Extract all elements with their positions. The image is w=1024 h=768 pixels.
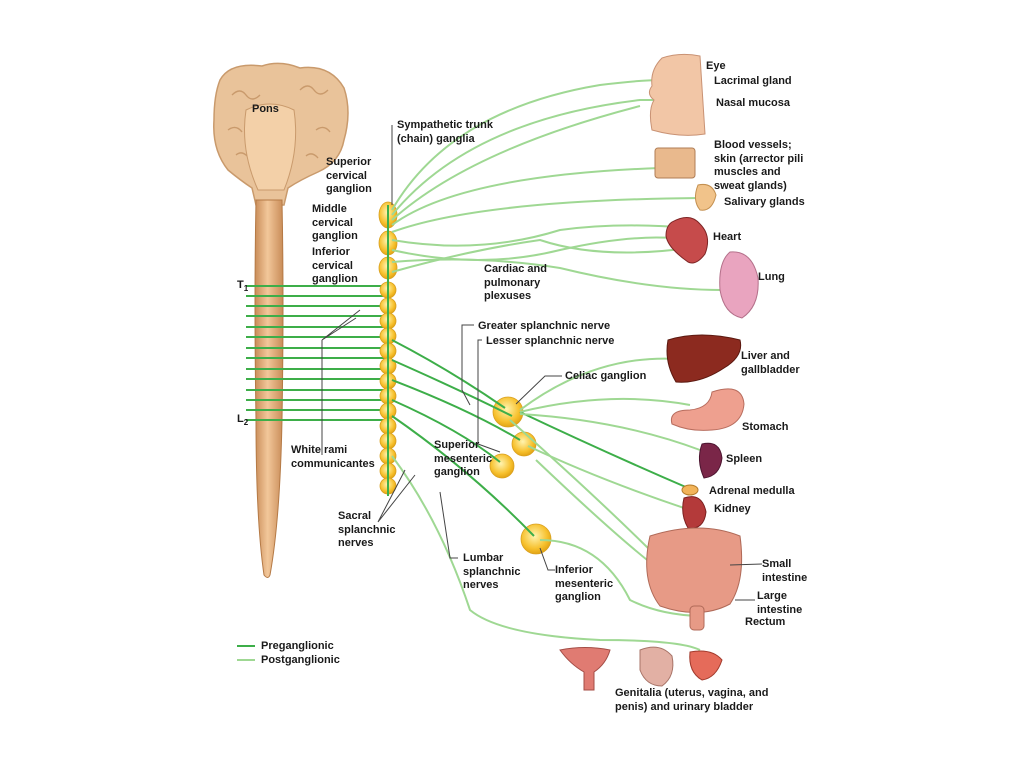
label-rectum: Rectum xyxy=(745,616,786,628)
label-heart: Heart xyxy=(713,231,742,243)
label-nasal-mucosa: Nasal mucosa xyxy=(716,97,790,109)
label-liver: Liver and gallbladder xyxy=(741,350,800,376)
label-superior-cervical-ganglion: Superior cervical ganglion xyxy=(326,156,372,195)
label-eye: Eye xyxy=(706,60,726,72)
label-middle-cervical-ganglion: Middle cervical ganglion xyxy=(312,203,358,242)
label-sacral-splanchnic: Sacral splanchnic nerves xyxy=(338,510,396,549)
label-t1: T1 xyxy=(237,279,249,294)
stomach-shape xyxy=(670,388,745,431)
face-illustration xyxy=(648,53,706,136)
label-greater-splanchnic: Greater splanchnic nerve xyxy=(478,320,611,332)
label-small-intestine: Small intestine xyxy=(762,558,808,584)
label-adrenal-medulla: Adrenal medulla xyxy=(709,485,795,497)
uterus-shape xyxy=(559,647,611,691)
legend-preganglionic: Preganglionic xyxy=(237,640,334,652)
legend-postganglionic-text: Postganglionic xyxy=(261,654,340,666)
lung-shape xyxy=(719,251,759,319)
intestines-shape xyxy=(646,527,743,614)
liver-shape xyxy=(666,334,742,383)
spleen-shape xyxy=(698,442,723,479)
label-celiac-ganglion: Celiac ganglion xyxy=(565,370,647,382)
salivary-glands-shape xyxy=(694,184,717,211)
penis-shape xyxy=(639,646,674,687)
skin-block xyxy=(654,147,696,179)
label-inferior-cervical-ganglion: Inferior cervical ganglion xyxy=(312,246,358,285)
legend-preganglionic-text: Preganglionic xyxy=(261,640,334,652)
label-lung: Lung xyxy=(758,271,785,283)
label-l2: L2 xyxy=(237,413,249,428)
prevertebral-ganglia xyxy=(489,396,552,555)
label-kidney: Kidney xyxy=(714,503,751,515)
label-genitalia: Genitalia (uterus, vagina, and penis) an… xyxy=(615,687,769,713)
label-cardiac-plexuses: Cardiac and pulmonary plexuses xyxy=(484,263,547,302)
label-lacrimal-gland: Lacrimal gland xyxy=(714,75,792,87)
preganglionic-spinal-outflow xyxy=(246,285,392,421)
label-pons: Pons xyxy=(252,103,279,115)
brain-illustration xyxy=(213,62,349,206)
label-spleen: Spleen xyxy=(726,453,763,465)
label-blood-vessels: Blood vessels; skin (arrector pili muscl… xyxy=(714,139,804,192)
label-white-rami: White rami communicantes xyxy=(291,444,375,470)
organ-illustrations xyxy=(559,53,759,691)
label-superior-mesenteric: Superior mesenteric ganglion xyxy=(434,439,493,478)
superior-mesenteric-ganglion-shape xyxy=(511,431,537,457)
rectum-shape xyxy=(689,605,705,631)
legend-postganglionic-swatch xyxy=(237,659,255,661)
preganglionic-splanchnic-pathways xyxy=(391,339,689,537)
spinal-cord xyxy=(254,199,284,578)
bladder-shape xyxy=(689,650,723,681)
kidney-shape xyxy=(682,496,707,529)
adrenal-shape xyxy=(681,484,699,496)
leader-lines xyxy=(321,125,763,601)
legend-preganglionic-swatch xyxy=(237,645,255,647)
legend-postganglionic: Postganglionic xyxy=(237,654,340,666)
label-large-intestine: Large intestine xyxy=(757,590,803,616)
label-stomach: Stomach xyxy=(742,421,789,433)
label-lesser-splanchnic: Lesser splanchnic nerve xyxy=(486,335,615,347)
label-sympathetic-trunk: Sympathetic trunk (chain) ganglia xyxy=(397,119,493,145)
label-inferior-mesenteric: Inferior mesenteric ganglion xyxy=(555,564,614,603)
label-salivary-glands: Salivary glands xyxy=(724,196,805,208)
label-lumbar-splanchnic: Lumbar splanchnic nerves xyxy=(463,552,521,591)
heart-shape xyxy=(665,217,709,264)
